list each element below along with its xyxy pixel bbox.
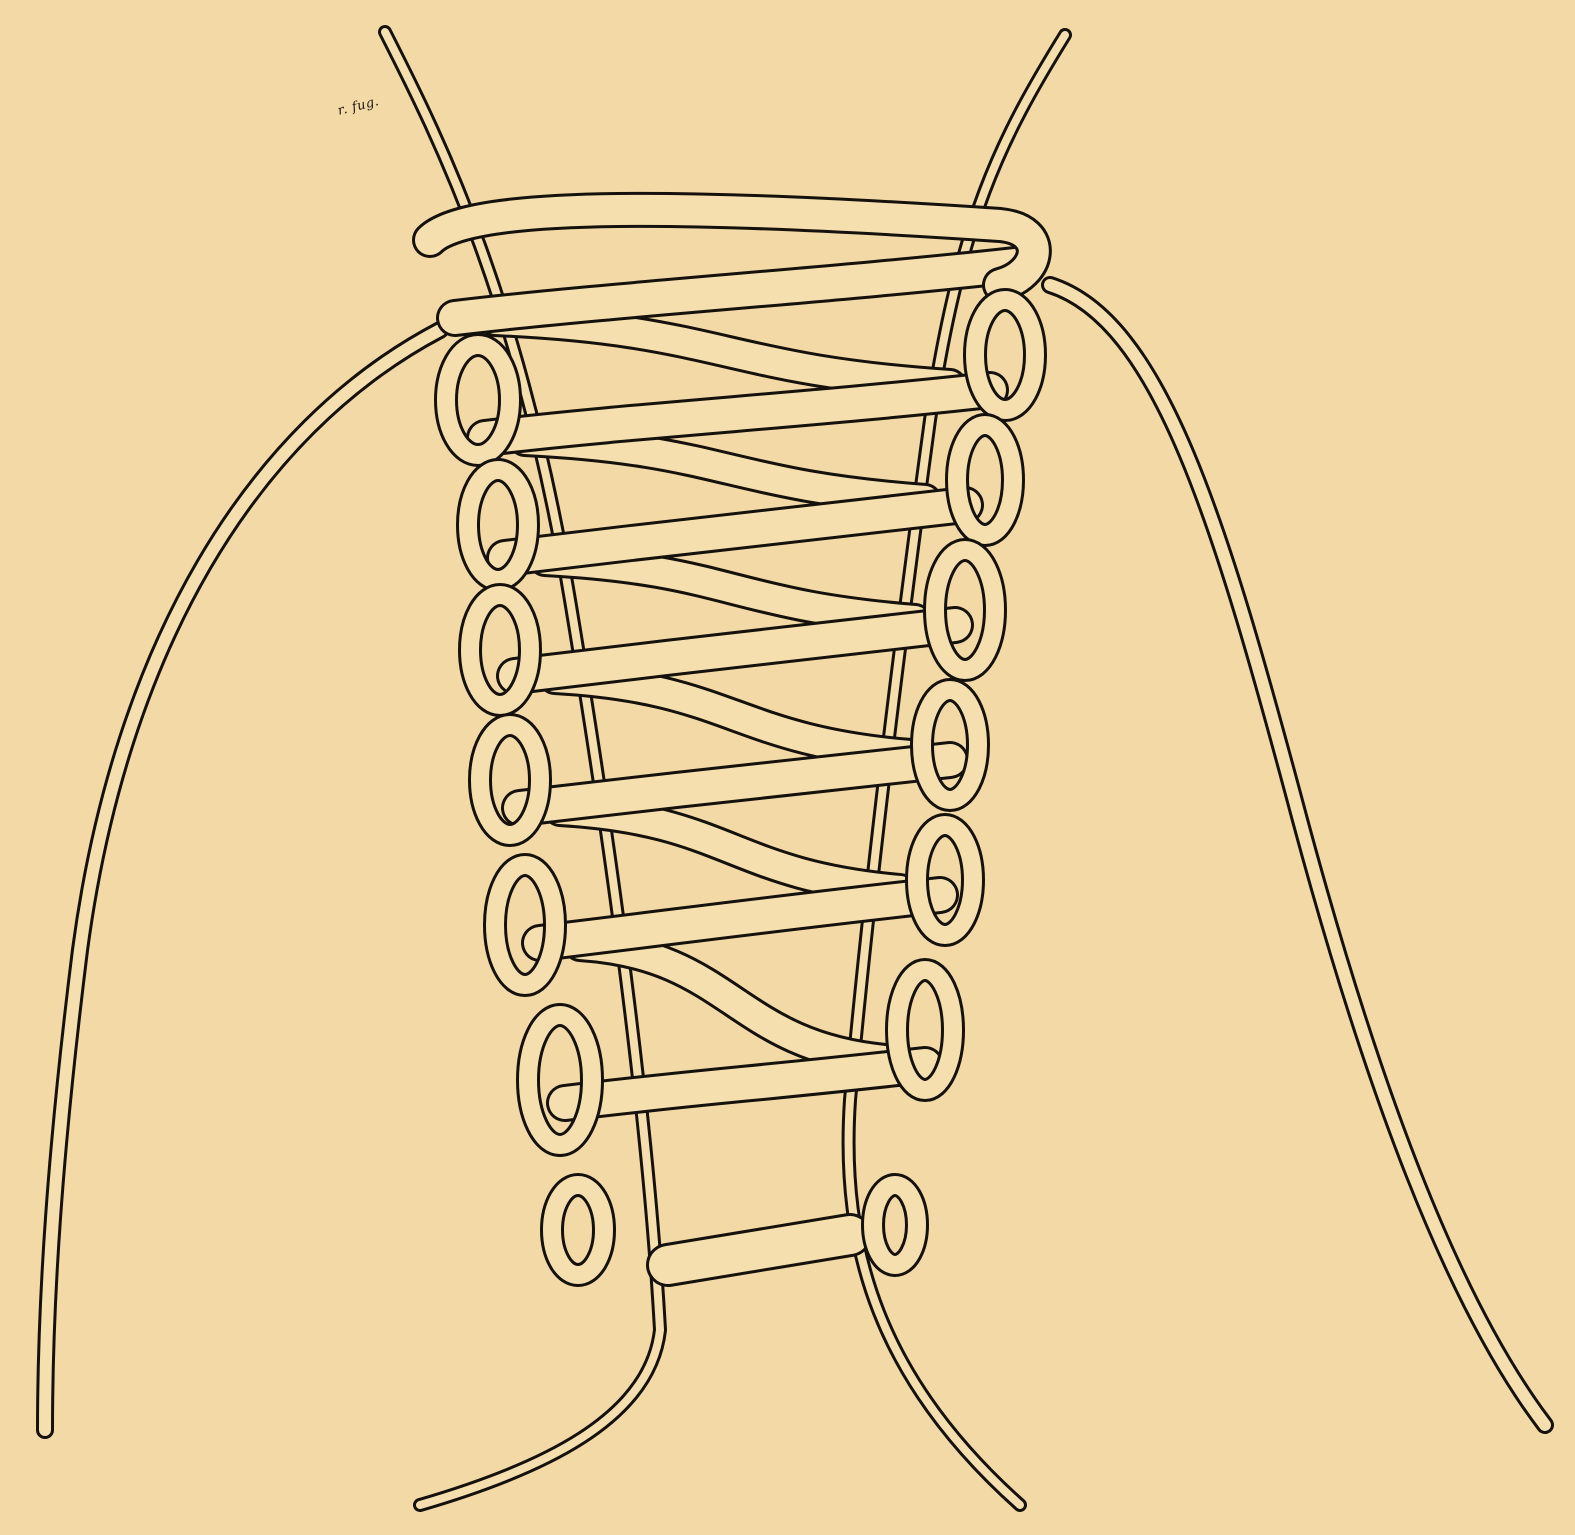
cross-rung-3: [545, 560, 915, 620]
front-rung-2: [485, 390, 990, 438]
front-rung-3: [505, 505, 965, 558]
front-rung-1: [455, 265, 1015, 318]
cross-rung-4: [555, 678, 910, 755]
right-eyelet-2: [957, 425, 1013, 535]
bottom-bar: [668, 1235, 850, 1265]
cross-rung-2: [525, 440, 925, 500]
left-eyelet-3: [470, 595, 530, 705]
left-eyelet-5: [495, 865, 555, 985]
left-eyelet-6: [528, 1015, 592, 1145]
cross-rung-1: [495, 320, 950, 385]
outer-lace-right: [1050, 285, 1545, 1425]
front-rung-6: [540, 895, 940, 943]
left-eyelet-7: [552, 1185, 604, 1275]
outer-lace-left: [45, 330, 440, 1430]
front-rung-7: [565, 1065, 925, 1103]
right-eyelet-7: [873, 1185, 917, 1265]
